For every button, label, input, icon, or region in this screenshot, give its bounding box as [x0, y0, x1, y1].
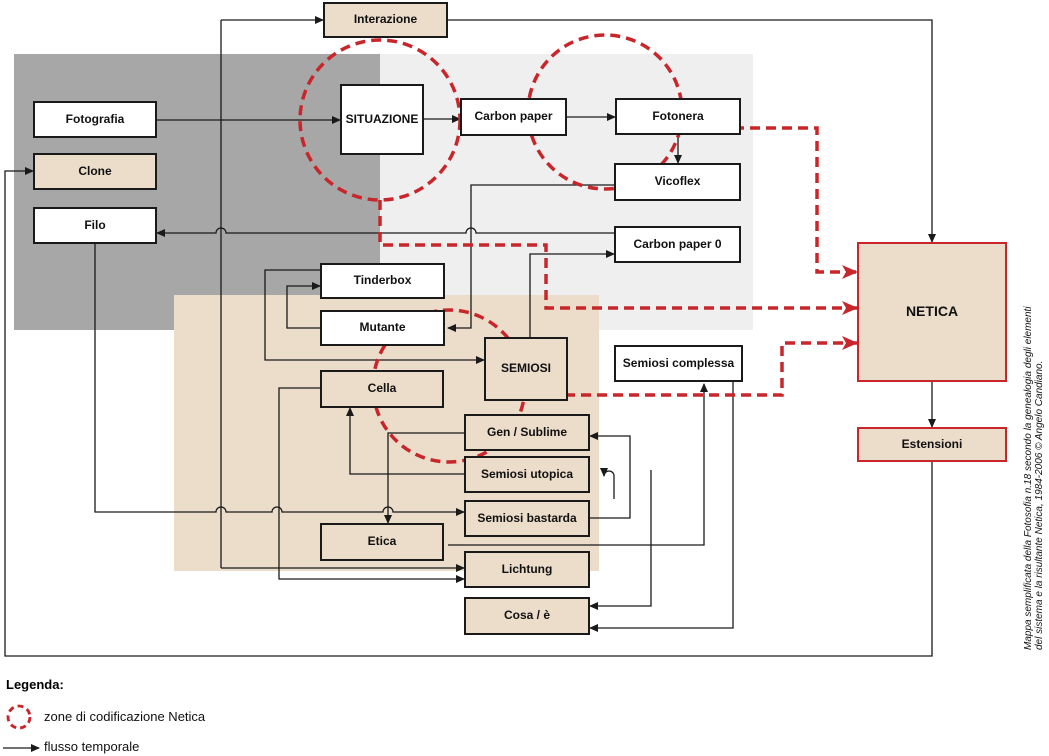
node-fotografia: Fotografia	[33, 101, 157, 138]
node-cella: Cella	[320, 370, 444, 408]
node-semiosi-utopica: Semiosi utopica	[464, 456, 590, 493]
node-interazione: Interazione	[323, 2, 448, 38]
legend-zones-label: zone di codificazione Netica	[44, 709, 206, 724]
edge-right-cosa	[589, 470, 652, 610]
legend-flow-label: flusso temporale	[44, 739, 140, 754]
node-fotonera: Fotonera	[615, 98, 741, 135]
figure-caption: Mappa semplificata della Fotosofia n.18 …	[1023, 30, 1045, 650]
edge-etica-complessa	[448, 383, 708, 546]
node-semiosi-bastarda: Semiosi bastarda	[464, 500, 590, 537]
node-carbon-paper-0: Carbon paper 0	[614, 226, 741, 263]
node-vicoflex: Vicoflex	[614, 163, 741, 201]
edge-tinderbox-semiosi	[264, 269, 485, 364]
edge-vicoflex-mutante	[447, 184, 614, 332]
node-netica: NETICA	[857, 242, 1007, 382]
edge-loop-utopica	[600, 467, 615, 499]
edge-semiosi-carbonpaper0	[529, 250, 615, 337]
node-estensioni: Estensioni	[857, 427, 1007, 462]
edge-mutante-tinderbox	[286, 282, 321, 329]
red-flow-1	[686, 126, 858, 279]
edge-bastarda-gen	[589, 432, 631, 519]
legend-dashed-circle-icon	[6, 704, 32, 730]
legend-title: Legenda:	[6, 677, 64, 692]
node-lichtung: Lichtung	[464, 551, 590, 588]
node-situazione: SITUAZIONE	[340, 84, 424, 155]
node-tinderbox: Tinderbox	[320, 263, 445, 299]
red-flow-2	[378, 200, 858, 315]
node-cosa-e: Cosa / è	[464, 597, 590, 635]
edge-cella-lichtung	[278, 387, 465, 583]
edge-utopica-cella	[346, 407, 464, 475]
edge-interazione-netica	[448, 19, 936, 243]
node-semiosi-complessa: Semiosi complessa	[614, 345, 743, 382]
edge-carbonpaper0-filo	[156, 227, 614, 237]
edge-complessa-cosa	[589, 382, 734, 632]
node-semiosi: SEMIOSI	[484, 337, 568, 401]
node-clone: Clone	[33, 153, 157, 190]
node-etica: Etica	[320, 523, 444, 561]
caption-line-1: Mappa semplificata della Fotosofia n.18 …	[1023, 306, 1034, 650]
red-flow-3	[533, 336, 858, 397]
node-carbon-paper: Carbon paper	[460, 98, 567, 136]
node-gen-sublime: Gen / Sublime	[464, 414, 590, 451]
edge-gen-etica	[384, 432, 464, 524]
node-filo: Filo	[33, 207, 157, 244]
edge-estensioni-clone	[4, 167, 933, 657]
node-mutante: Mutante	[320, 310, 445, 346]
caption-line-2: del sistema e la risultante Netica, 1984…	[1034, 360, 1045, 650]
